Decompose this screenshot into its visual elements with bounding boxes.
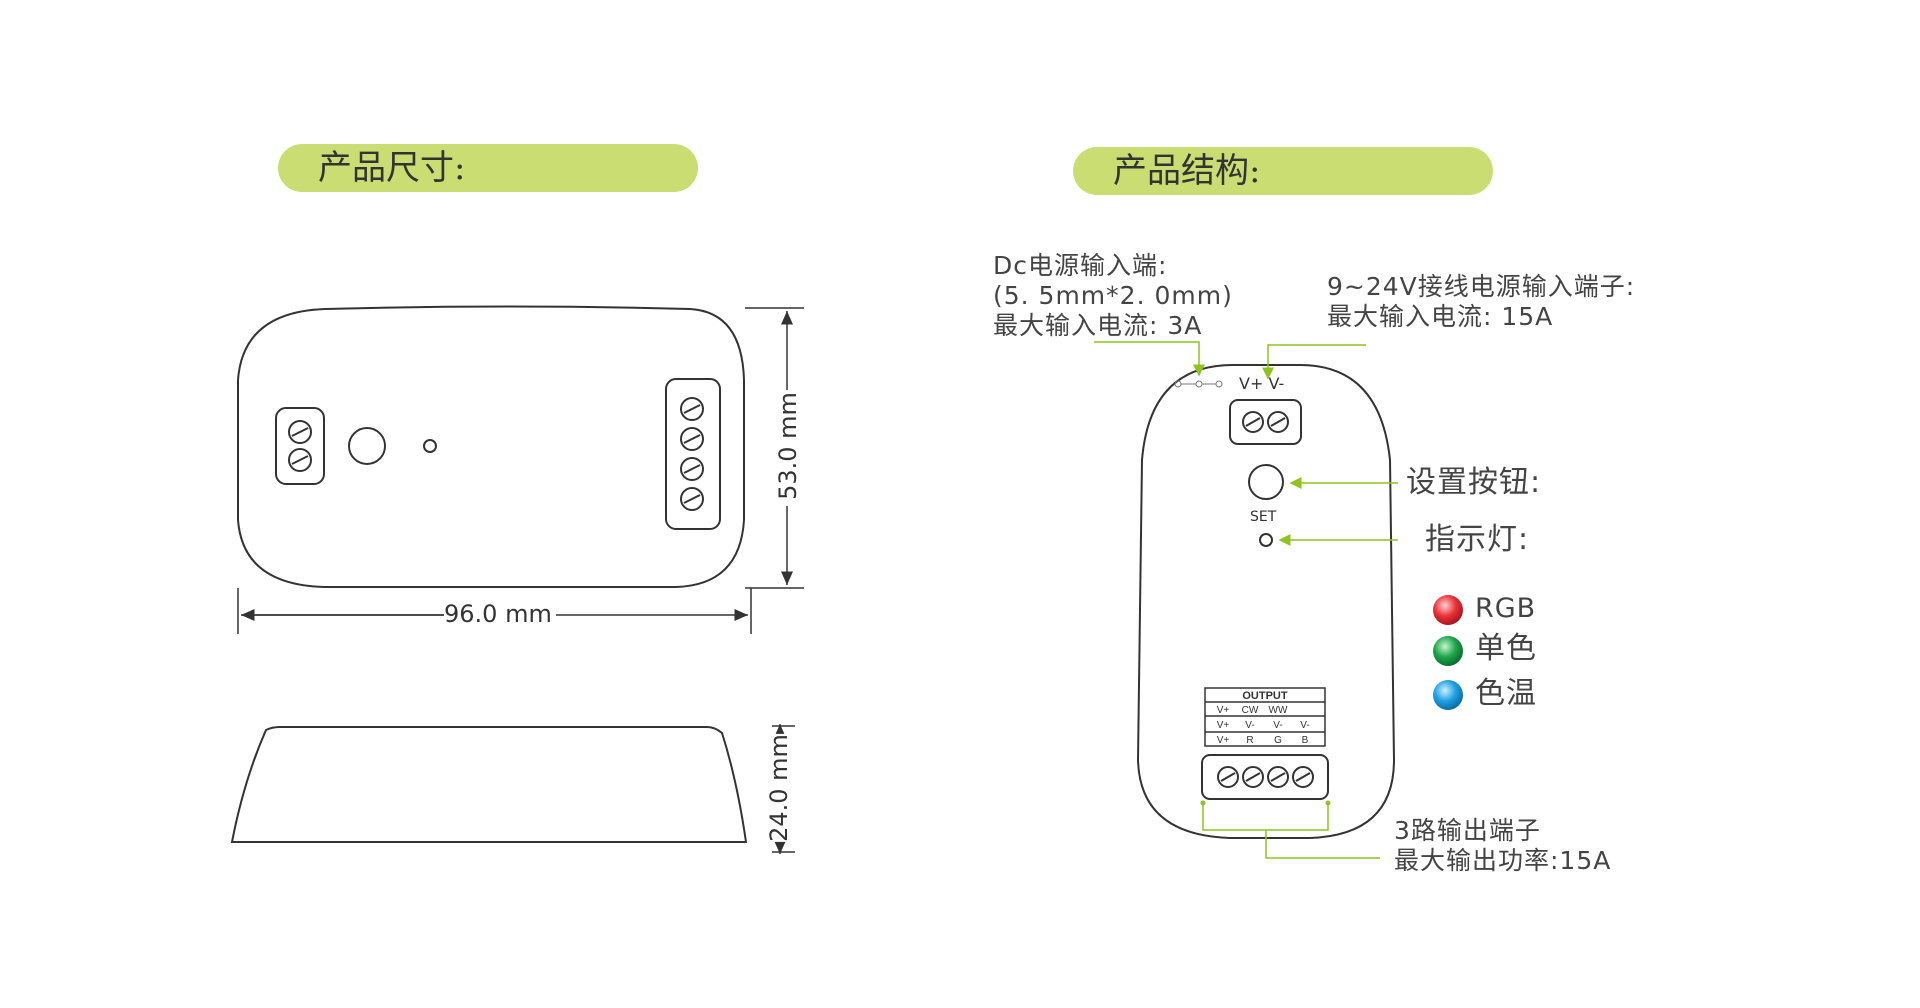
dimension-height-label: 24.0 mm <box>764 734 793 842</box>
output-table-frame <box>1204 687 1326 747</box>
dimension-length-label: 96.0 mm <box>444 600 552 628</box>
terminal-input-line-2: 最大输入电流: 15A <box>1327 302 1554 331</box>
output-cell: CW <box>1242 705 1259 716</box>
legend-label-cct: 色温 <box>1475 676 1537 711</box>
output-cell: V+ <box>1217 735 1230 746</box>
dc-input-annotation: Dc电源输入端: (5. 5mm*2. 0mm) 最大输入电流: 3A <box>993 251 1233 341</box>
dc-input-line-2: (5. 5mm*2. 0mm) <box>993 281 1233 310</box>
output-cell: V- <box>1245 720 1254 731</box>
input-polarity-label: V+ V- <box>1239 374 1285 393</box>
indicator-annotation: 指示灯: <box>1425 522 1530 557</box>
terminal-input-line-1: 9~24V接线电源输入端子: <box>1327 272 1636 301</box>
legend-dot-cct <box>1433 680 1463 710</box>
dc-input-line-3: 最大输入电流: 3A <box>993 311 1203 340</box>
device-side-view <box>230 726 748 843</box>
output-line-2: 最大输出功率:15A <box>1394 846 1612 875</box>
output-cell: V- <box>1273 720 1282 731</box>
leader-lines <box>1094 341 1398 859</box>
dimension-height-line <box>772 724 795 854</box>
set-button-symbol <box>1248 464 1284 500</box>
output-table-title: OUTPUT <box>1242 690 1288 702</box>
output-cell: G <box>1274 735 1282 746</box>
set-label: SET <box>1250 509 1277 525</box>
output-cell: R <box>1246 735 1253 746</box>
legend-dot-single <box>1433 636 1463 666</box>
dc-input-line-1: Dc电源输入端: <box>993 251 1168 280</box>
dimension-length-line <box>237 588 752 634</box>
device-top-view <box>237 305 745 588</box>
output-cell: V+ <box>1217 705 1230 716</box>
set-button-annotation: 设置按钮: <box>1406 465 1542 500</box>
input-terminal-block <box>1229 399 1302 445</box>
dimension-width-label: 53.0 mm <box>773 392 802 500</box>
dc-jack-symbol <box>1174 380 1223 388</box>
indicator-led-symbol <box>1259 533 1273 547</box>
device-structure-outline <box>1136 364 1396 839</box>
output-line-1: 3路输出端子 <box>1394 816 1541 845</box>
section-heading-structure: 产品结构: <box>1073 147 1493 195</box>
output-cell: WW <box>1269 705 1288 716</box>
legend-label-single: 单色 <box>1475 631 1537 666</box>
output-annotation: 3路输出端子 最大输出功率:15A <box>1394 816 1611 876</box>
terminal-input-annotation: 9~24V接线电源输入端子: 最大输入电流: 15A <box>1327 272 1635 332</box>
legend-dot-rgb <box>1433 595 1463 625</box>
legend-label-rgb: RGB <box>1475 593 1537 624</box>
output-cell: V- <box>1300 720 1309 731</box>
output-terminal-block <box>1201 754 1329 800</box>
dimension-width-line <box>745 307 804 589</box>
section-heading-size: 产品尺寸: <box>278 144 698 192</box>
output-cell: B <box>1302 735 1309 746</box>
output-cell: V+ <box>1217 720 1230 731</box>
